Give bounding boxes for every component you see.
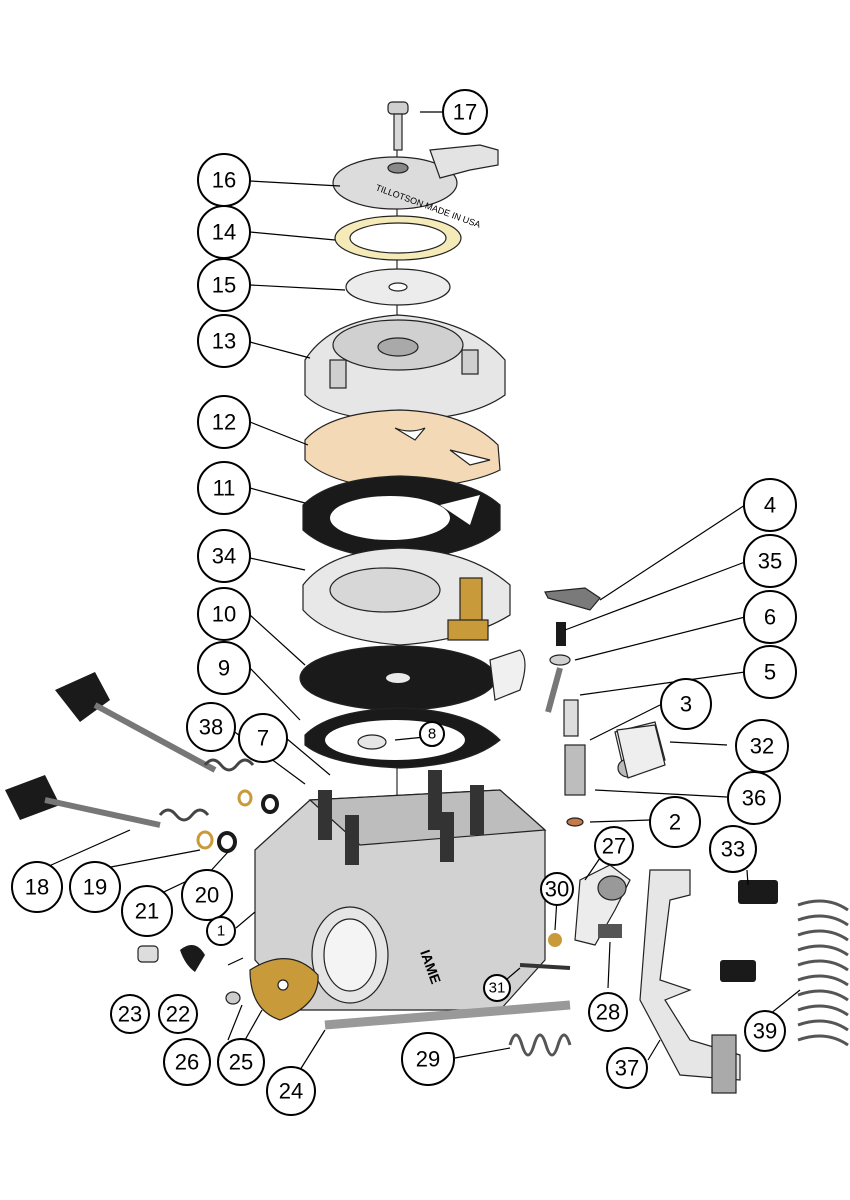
svg-text:5: 5 bbox=[764, 660, 776, 685]
callout-16: 16 bbox=[197, 153, 251, 207]
callout-5: 5 bbox=[743, 645, 797, 699]
callout-30: 30 bbox=[540, 872, 574, 906]
svg-text:18: 18 bbox=[25, 875, 49, 900]
svg-text:36: 36 bbox=[742, 786, 766, 811]
callout-19: 19 bbox=[69, 861, 121, 913]
callout-4: 4 bbox=[743, 478, 797, 532]
svg-text:24: 24 bbox=[279, 1079, 303, 1104]
part-throttle-assembly bbox=[137, 724, 849, 1094]
part-10-diaphragm bbox=[299, 645, 526, 711]
svg-text:13: 13 bbox=[212, 329, 236, 354]
part-34-pump-body bbox=[302, 547, 511, 646]
callout-6: 6 bbox=[743, 590, 797, 644]
part-adjuster-screws bbox=[5, 672, 279, 853]
svg-text:23: 23 bbox=[118, 1002, 142, 1027]
svg-text:25: 25 bbox=[229, 1050, 253, 1075]
svg-text:38: 38 bbox=[199, 715, 223, 740]
svg-text:19: 19 bbox=[83, 875, 107, 900]
callout-34: 34 bbox=[197, 529, 251, 583]
svg-text:28: 28 bbox=[596, 1000, 620, 1025]
svg-text:7: 7 bbox=[257, 726, 269, 751]
svg-text:8: 8 bbox=[428, 726, 436, 743]
callout-39: 39 bbox=[744, 1010, 786, 1052]
callout-12: 12 bbox=[197, 395, 251, 449]
svg-text:31: 31 bbox=[489, 980, 506, 997]
callout-1: 1 bbox=[206, 916, 236, 946]
callout-15: 15 bbox=[197, 258, 251, 312]
callout-9: 9 bbox=[197, 641, 251, 695]
callouts: 17 16 14 15 13 12 11 34 10 9 38 7 8 4 35… bbox=[11, 89, 797, 1116]
svg-text:9: 9 bbox=[218, 656, 230, 681]
callout-13: 13 bbox=[197, 314, 251, 368]
callout-10: 10 bbox=[197, 587, 251, 641]
callout-3: 3 bbox=[660, 678, 712, 730]
part-14-ring bbox=[334, 215, 462, 261]
part-12-gasket bbox=[304, 409, 501, 491]
svg-text:2: 2 bbox=[669, 810, 681, 835]
callout-24: 24 bbox=[266, 1066, 316, 1116]
svg-text:6: 6 bbox=[764, 605, 776, 630]
svg-text:3: 3 bbox=[680, 692, 692, 717]
svg-text:10: 10 bbox=[212, 602, 236, 627]
svg-text:21: 21 bbox=[135, 899, 159, 924]
callout-23: 23 bbox=[110, 994, 150, 1034]
svg-text:33: 33 bbox=[721, 837, 745, 862]
callout-25: 25 bbox=[217, 1038, 265, 1086]
svg-text:1: 1 bbox=[217, 923, 225, 940]
svg-text:39: 39 bbox=[753, 1019, 777, 1044]
svg-text:17: 17 bbox=[453, 100, 477, 125]
svg-text:4: 4 bbox=[764, 493, 776, 518]
svg-text:20: 20 bbox=[195, 883, 219, 908]
callout-36: 36 bbox=[727, 771, 781, 825]
svg-text:22: 22 bbox=[166, 1002, 190, 1027]
callout-35: 35 bbox=[743, 534, 797, 588]
svg-text:15: 15 bbox=[212, 273, 236, 298]
callout-18: 18 bbox=[11, 861, 63, 913]
callout-21: 21 bbox=[121, 885, 173, 937]
svg-text:14: 14 bbox=[212, 220, 236, 245]
part-17-screw bbox=[387, 101, 409, 151]
svg-text:32: 32 bbox=[750, 734, 774, 759]
callout-29: 29 bbox=[401, 1032, 455, 1086]
svg-text:27: 27 bbox=[602, 834, 626, 859]
svg-text:16: 16 bbox=[212, 168, 236, 193]
leader-lines bbox=[39, 111, 801, 1071]
callout-33: 33 bbox=[709, 825, 757, 873]
part-15-disc bbox=[345, 268, 451, 306]
part-1-carburetor-body: IAME bbox=[254, 770, 547, 1011]
callout-38: 38 bbox=[186, 702, 236, 752]
svg-text:12: 12 bbox=[212, 410, 236, 435]
callout-28: 28 bbox=[588, 992, 628, 1032]
callout-11: 11 bbox=[197, 461, 251, 515]
callout-27: 27 bbox=[594, 826, 634, 866]
part-13-upper-housing bbox=[304, 314, 506, 421]
callout-20: 20 bbox=[181, 869, 233, 921]
callout-26: 26 bbox=[163, 1038, 211, 1086]
callout-17: 17 bbox=[442, 89, 488, 135]
callout-7: 7 bbox=[238, 713, 288, 763]
svg-text:26: 26 bbox=[175, 1050, 199, 1075]
callout-22: 22 bbox=[158, 994, 198, 1034]
part-9-gasket bbox=[304, 707, 501, 769]
callout-2: 2 bbox=[649, 796, 701, 848]
svg-text:34: 34 bbox=[212, 544, 236, 569]
part-11-black-gasket bbox=[302, 475, 501, 561]
callout-14: 14 bbox=[197, 205, 251, 259]
svg-text:30: 30 bbox=[545, 877, 569, 902]
svg-text:11: 11 bbox=[213, 476, 236, 501]
svg-text:29: 29 bbox=[416, 1047, 440, 1072]
callout-37: 37 bbox=[606, 1047, 648, 1089]
svg-text:37: 37 bbox=[615, 1056, 639, 1081]
callout-31: 31 bbox=[483, 974, 511, 1002]
svg-text:35: 35 bbox=[758, 549, 782, 574]
callout-8: 8 bbox=[419, 721, 445, 747]
callout-32: 32 bbox=[735, 719, 789, 773]
